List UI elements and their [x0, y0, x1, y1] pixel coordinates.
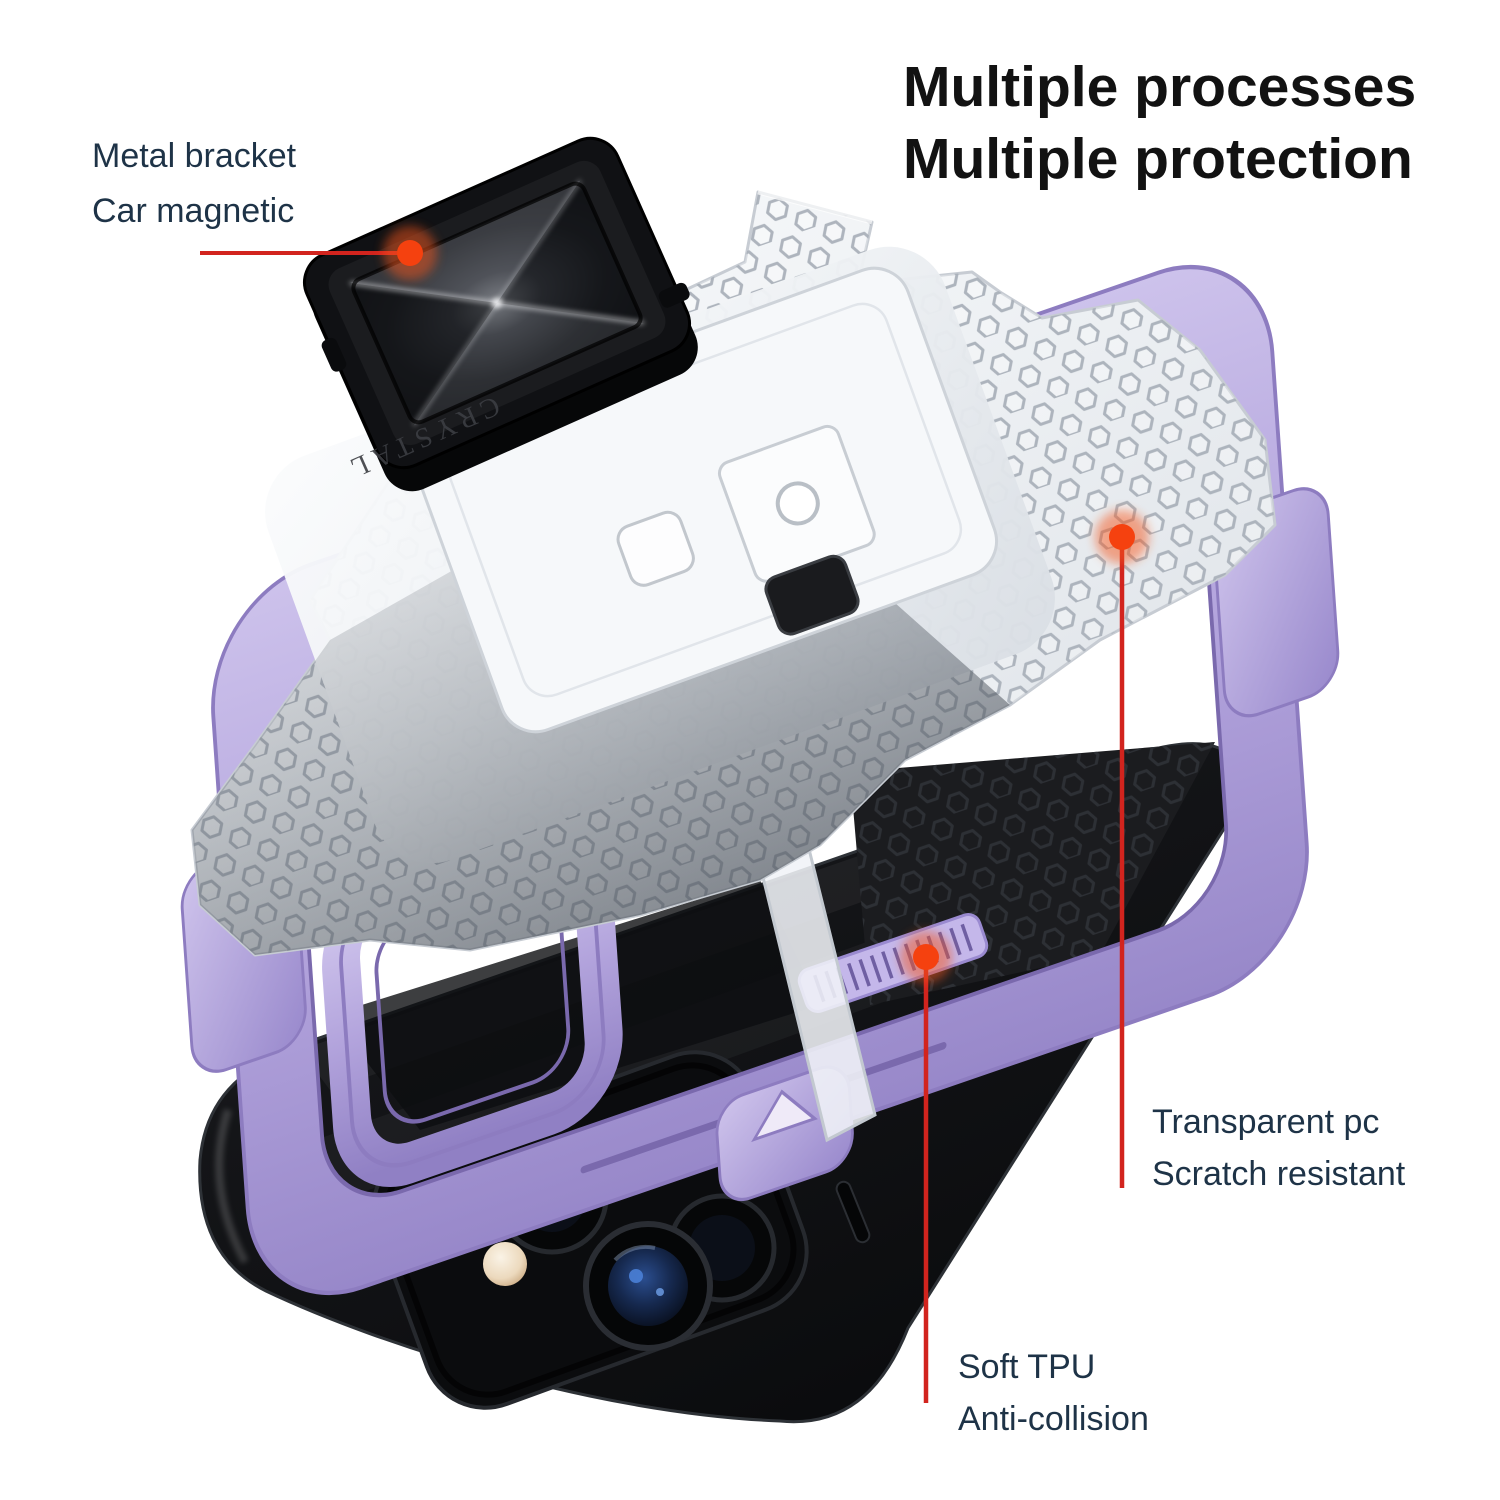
- bracket-hinge-tab: [321, 337, 347, 372]
- bracket-hinge-tab: [658, 282, 690, 308]
- label-soft-tpu-line2: Anti-collision: [958, 1400, 1149, 1438]
- label-metal-bracket-line2: Car magnetic: [92, 192, 294, 230]
- callout-transparent-pc: [1095, 510, 1149, 1188]
- label-transparent-pc-line2: Scratch resistant: [1152, 1155, 1406, 1193]
- callout-dot-metal-bracket: [397, 240, 423, 266]
- callout-soft-tpu: [900, 931, 952, 1403]
- label-transparent-pc-line1: Transparent pc: [1152, 1103, 1379, 1141]
- callout-dot-soft-tpu: [913, 944, 939, 970]
- case-ring-hole: [775, 481, 820, 526]
- case-cutout-left: [616, 510, 695, 587]
- case-edge-highlight: [757, 189, 873, 225]
- label-transparent-pc: Transparent pc Scratch resistant: [1152, 1103, 1406, 1193]
- label-soft-tpu: Soft TPU Anti-collision: [958, 1348, 1149, 1438]
- label-metal-bracket: Metal bracket Car magnetic: [92, 137, 297, 230]
- title-line-1: Multiple processes: [903, 55, 1416, 119]
- callout-metal-bracket: [200, 226, 437, 280]
- label-metal-bracket-line1: Metal bracket: [92, 137, 297, 175]
- callout-dot-transparent-pc: [1109, 524, 1135, 550]
- label-soft-tpu-line1: Soft TPU: [958, 1348, 1095, 1386]
- bumper-corner-notch: [751, 1089, 818, 1143]
- page-title: Multiple processes Multiple protection: [903, 55, 1416, 191]
- case-cutout-dark: [764, 554, 860, 636]
- title-line-2: Multiple protection: [903, 127, 1413, 191]
- bracket-spun-metal: [349, 179, 645, 427]
